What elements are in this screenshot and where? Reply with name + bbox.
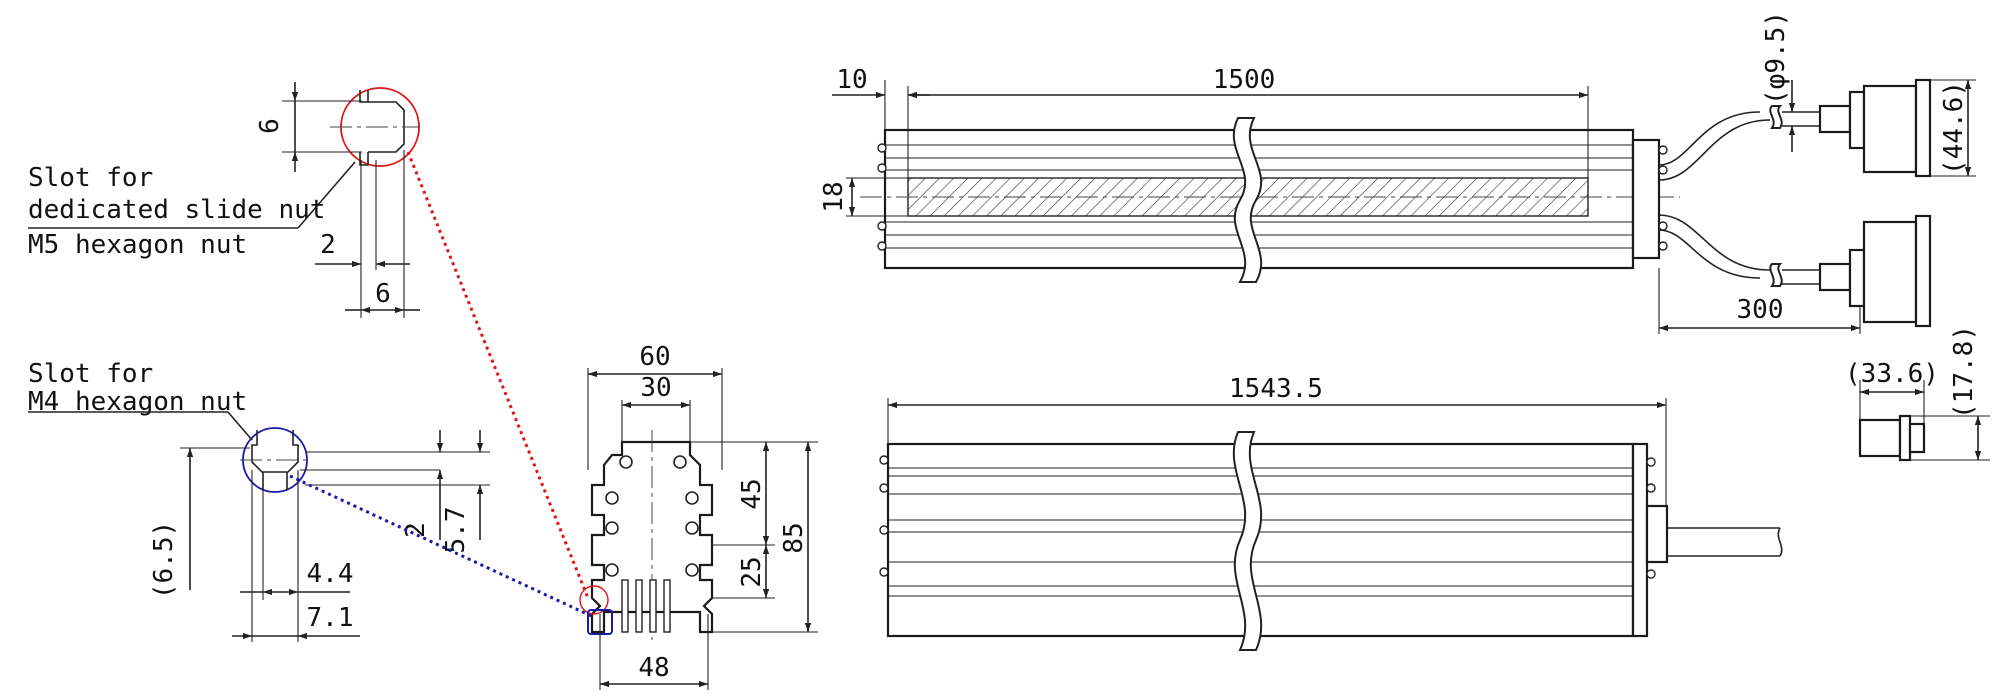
front-cable-length-label: 300	[1737, 295, 1784, 325]
m4-slot-depth-label: 5.7	[441, 507, 471, 554]
m4-callout-line1: Slot for	[28, 359, 153, 389]
bottom-break-line	[1232, 431, 1263, 651]
lower-cable	[1658, 214, 1771, 271]
front-emitting-length-label: 1500	[1213, 65, 1276, 95]
m5-slot-width-label: 6	[375, 279, 391, 309]
section-overall-width-label: 60	[639, 342, 670, 372]
section-overall-height-label: 85	[779, 522, 809, 553]
upper-connector	[1818, 78, 1932, 178]
cap-flange	[1898, 414, 1912, 462]
front-connector-height-label: (44.6)	[1939, 81, 1969, 175]
section-holes	[605, 455, 699, 577]
m5-neck-width-label: 2	[320, 230, 336, 260]
connector-cap: (33.6) (17.8)	[1845, 325, 1990, 462]
m4-slot-width-label: 7.1	[307, 603, 354, 633]
upper-cable	[1658, 119, 1771, 181]
m4-callout: Slot for M4 hexagon nut	[28, 359, 247, 417]
m5-callout-line2: dedicated slide nut	[28, 195, 325, 225]
front-emitting-height-label: 18	[819, 181, 849, 212]
front-cable-diameter-label: (φ9.5)	[1761, 11, 1791, 105]
cross-section: 60 30 45 25 85 48	[579, 342, 818, 690]
m4-detail-connector	[289, 474, 601, 622]
m5-callout-line1: Slot for	[28, 163, 153, 193]
m4-neck-width-label: 4.4	[307, 559, 354, 589]
detail-m5-slot: 6 2 6	[28, 82, 420, 318]
section-bottom-width-label: 48	[638, 653, 669, 683]
m4-neck-height-label: 2	[401, 522, 431, 538]
cap-length-label: (33.6)	[1845, 359, 1939, 389]
section-fins	[621, 579, 671, 633]
m4-overall-depth-label: (6.5)	[149, 521, 179, 599]
m5-detail-connector	[406, 151, 590, 599]
detail-m4-slot: (6.5) 2 5.7 4.4 7.1	[28, 411, 490, 642]
front-left-bolts	[877, 143, 1668, 251]
cap-height-label: (17.8)	[1949, 325, 1979, 419]
front-break-line	[1232, 117, 1263, 283]
m5-slot-height-label: 6	[255, 118, 285, 134]
bottom-overall-length-label: 1543.5	[1229, 374, 1323, 404]
bottom-view: 1543.5	[879, 374, 1783, 651]
bottom-cable-gland	[1645, 504, 1669, 564]
bottom-housing	[886, 442, 1635, 638]
bottom-end-cap	[1631, 442, 1649, 638]
front-end-cap	[1631, 138, 1661, 260]
m4-callout-line2: M4 hexagon nut	[28, 387, 247, 417]
m4-slot-profile	[251, 430, 299, 490]
section-lower-height-label: 25	[737, 556, 767, 587]
lower-connector	[1818, 214, 1932, 328]
m5-callout-line3: M5 hexagon nut	[28, 230, 247, 260]
section-m5-marker	[579, 585, 609, 615]
m5-callout: Slot for dedicated slide nut M5 hexagon …	[28, 163, 325, 260]
front-view: 10 1500 18 (φ9.5) (44.6) 300	[819, 11, 1976, 334]
front-edge-offset-label: 10	[836, 65, 867, 95]
section-upper-height-label: 45	[737, 478, 767, 509]
section-top-width-label: 30	[640, 373, 671, 403]
cap-body	[1858, 418, 1902, 458]
